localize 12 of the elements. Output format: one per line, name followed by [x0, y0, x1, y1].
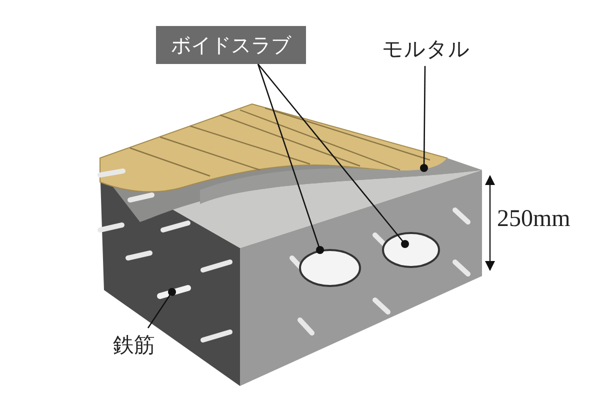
void-hole [299, 249, 361, 287]
callout-label: ボイドスラブ [156, 26, 306, 64]
callout-label: 鉄筋 [104, 328, 164, 362]
leader-line [420, 66, 428, 172]
leader-line [258, 64, 409, 248]
mortar-layer [200, 158, 482, 204]
leader-line [257, 64, 324, 254]
dimension-label: 250mm [497, 206, 570, 233]
rebar [157, 285, 191, 299]
void-hole [382, 232, 440, 268]
callout-label: モルタル [378, 32, 474, 66]
leader-line [147, 288, 176, 328]
